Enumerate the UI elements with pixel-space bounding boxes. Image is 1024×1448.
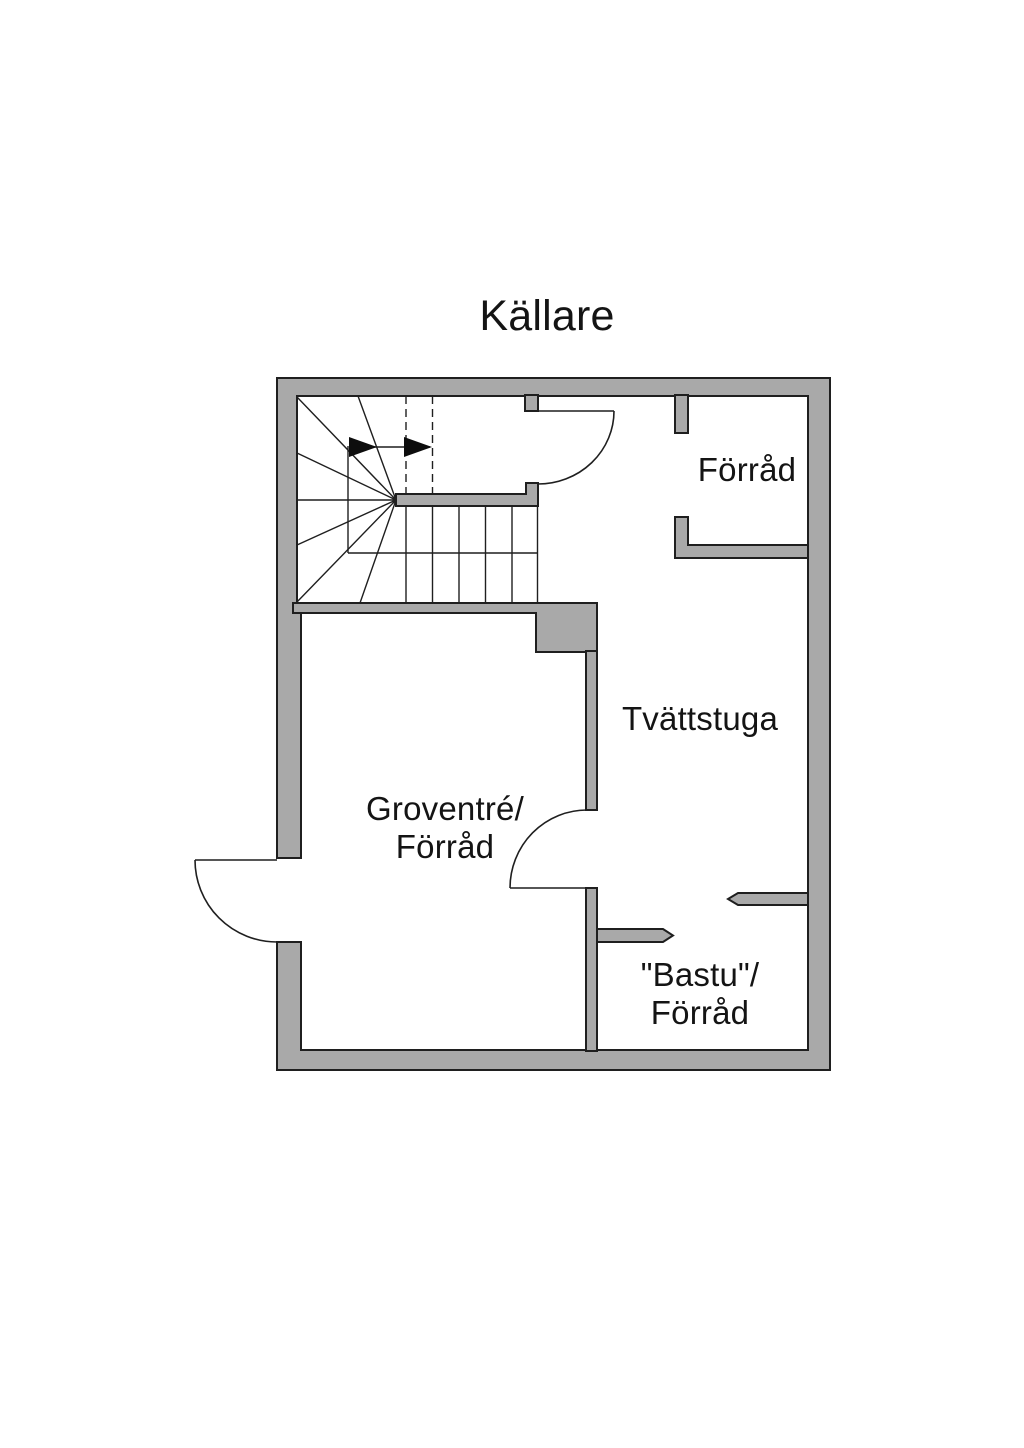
stair-treads xyxy=(405,505,539,603)
stair-direction-arrow-icon xyxy=(404,437,432,457)
staircase xyxy=(296,395,539,604)
room-label-entry-line1: Groventré/ xyxy=(366,790,524,827)
exterior-door-swing-arc xyxy=(194,859,278,943)
walls xyxy=(276,377,831,1071)
room-label-entry: Groventré/ Förråd xyxy=(325,790,565,866)
room-label-entry-line2: Förråd xyxy=(395,828,495,865)
stair-cut-lines xyxy=(405,396,434,494)
room-label-sauna-line1: "Bastu"/ xyxy=(640,956,760,993)
stair-bottom-wall xyxy=(292,602,598,653)
sauna-left-wall-stub xyxy=(596,928,675,943)
stair-winder-treads xyxy=(296,395,397,604)
room-label-sauna-line2: Förråd xyxy=(650,994,750,1031)
room-label-laundry: Tvättstuga xyxy=(621,700,779,737)
sauna-right-wall-stub xyxy=(726,892,809,906)
stair-direction-arrow-icon xyxy=(349,437,377,457)
interior-wall-lower xyxy=(585,887,598,1052)
room-label-storage: Förråd xyxy=(697,451,797,488)
hall-door-jamb-stub xyxy=(524,394,539,412)
plan-title: Källare xyxy=(479,292,615,340)
hall-door-swing-arc xyxy=(537,410,615,485)
storage-bottom-wall xyxy=(674,516,809,559)
interior-wall-upper xyxy=(585,650,598,811)
entry-door-swing-arc xyxy=(509,809,588,889)
doors xyxy=(194,410,615,943)
stair-center-wall xyxy=(395,482,539,507)
room-label-sauna: "Bastu"/ Förråd xyxy=(580,956,820,1032)
storage-wall-stub xyxy=(674,394,689,434)
outer-wall xyxy=(276,377,831,1071)
